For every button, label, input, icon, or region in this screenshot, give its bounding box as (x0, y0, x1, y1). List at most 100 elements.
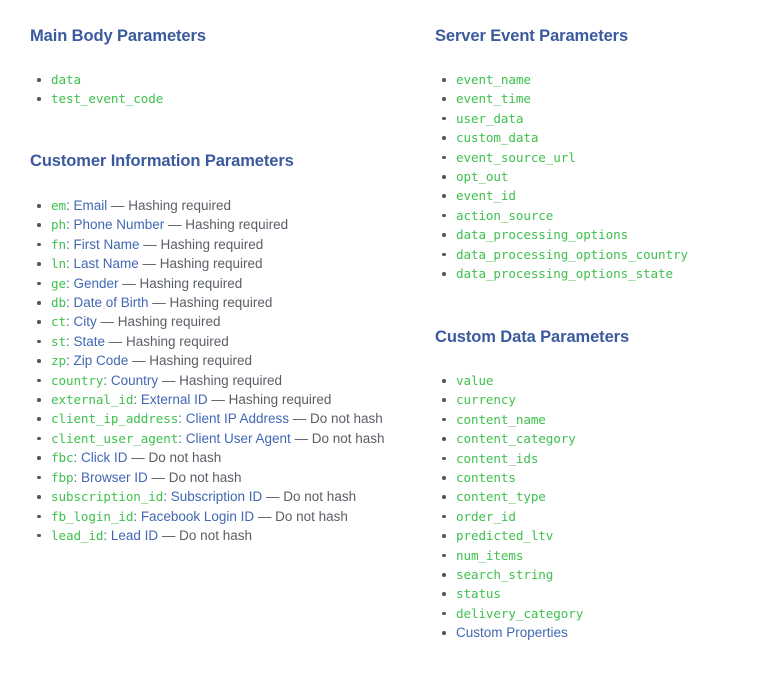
param-list-item: order_id (435, 507, 755, 526)
param-description: — Do not hash (254, 508, 348, 524)
param-link[interactable]: : Country (103, 372, 159, 388)
param-link[interactable]: : Lead ID (103, 527, 159, 543)
param-list-item: st: State — Hashing required (30, 332, 405, 351)
param-code: data_processing_options_country (456, 246, 688, 262)
param-list-custom-data: value currency content_name content_categor… (435, 371, 755, 643)
param-list-item: action_source (435, 206, 755, 225)
param-link[interactable]: : Client User Agent (178, 430, 291, 446)
param-link[interactable]: : First Name (65, 236, 140, 252)
param-description: — Hashing required (207, 392, 332, 408)
param-description: — Do not hash (290, 430, 385, 446)
param-code: opt_out (456, 169, 509, 185)
param-list-item: custom_data (435, 128, 755, 147)
param-link[interactable]: : Email (65, 198, 108, 213)
param-code: ct (51, 314, 66, 330)
param-list-item: ph: Phone Number — Hashing required (30, 215, 405, 234)
param-link[interactable]: Custom Properties (456, 625, 568, 641)
param-list-item: content_type (435, 487, 755, 506)
param-code: event_name (456, 72, 531, 87)
param-list-item: content_name (435, 410, 755, 429)
param-link[interactable]: : City (65, 314, 97, 330)
param-code: fn (51, 236, 66, 252)
param-list-item: zp: Zip Code — Hashing required (30, 351, 405, 370)
param-code: fbp (51, 469, 74, 485)
param-list-item: ct: City — Hashing required (30, 312, 405, 331)
param-code: data_processing_options (456, 227, 629, 243)
param-code: event_id (456, 188, 516, 204)
param-description: — Hashing required (105, 333, 229, 349)
param-link[interactable]: : Zip Code (65, 353, 129, 369)
param-code: external_id (51, 392, 134, 408)
param-description: — Hashing required (128, 353, 253, 369)
param-list-item: fbc: Click ID — Do not hash (30, 448, 405, 467)
param-code: content_name (456, 411, 546, 427)
param-link[interactable]: : Date of Birth (65, 295, 149, 311)
param-list-item: event_time (435, 89, 755, 108)
param-link[interactable]: : External ID (133, 392, 208, 408)
param-description: — Hashing required (148, 295, 273, 311)
param-description: — Hashing required (107, 198, 232, 213)
param-code: st (51, 333, 66, 349)
param-link[interactable]: : State (65, 333, 105, 349)
param-list-item: subscription_id: Subscription ID — Do no… (30, 487, 405, 506)
param-link[interactable]: : Facebook Login ID (133, 508, 255, 524)
param-list-item: event_source_url (435, 148, 755, 167)
param-list-item: lead_id: Lead ID — Do not hash (30, 526, 405, 545)
param-list-item: Custom Properties (435, 623, 755, 642)
param-code: content_category (456, 431, 576, 447)
param-description: — Hashing required (164, 217, 289, 233)
param-code: country (51, 372, 104, 388)
param-list-item: test_event_code (30, 89, 405, 108)
param-list-item: fb_login_id: Facebook Login ID — Do not … (30, 507, 405, 526)
param-description: — Do not hash (127, 450, 222, 466)
param-list-item: value (435, 371, 755, 390)
param-code: fbc (51, 450, 74, 466)
param-list-item: country: Country — Hashing required (30, 371, 405, 390)
param-link[interactable]: : Subscription ID (163, 489, 263, 505)
param-code: data_processing_options_state (456, 266, 673, 282)
param-code: event_source_url (456, 149, 576, 165)
param-code: content_type (456, 489, 546, 505)
param-code: content_ids (456, 450, 539, 466)
param-code: ln (51, 256, 66, 272)
param-list-item: fbp: Browser ID — Do not hash (30, 468, 405, 487)
param-list-item: data_processing_options_country (435, 245, 755, 264)
param-list-item: client_user_agent: Client User Agent — D… (30, 429, 405, 448)
param-description: — Hashing required (118, 275, 243, 291)
param-link[interactable]: : Last Name (65, 256, 139, 272)
param-description: — Do not hash (289, 411, 383, 427)
param-link[interactable]: : Client IP Address (178, 411, 290, 427)
param-list-item: num_items (435, 546, 755, 565)
param-code: db (51, 295, 66, 311)
param-list-item: db: Date of Birth — Hashing required (30, 293, 405, 312)
param-code: predicted_ltv (456, 528, 554, 544)
param-code: test_event_code (51, 91, 164, 107)
param-description: — Hashing required (158, 372, 282, 388)
param-description: — Hashing required (96, 314, 221, 330)
param-code: custom_data (456, 130, 539, 146)
param-link[interactable]: : Gender (65, 275, 119, 291)
param-code: delivery_category (456, 605, 584, 621)
param-code: value (456, 373, 494, 388)
section-title-custom-data: Custom Data Parameters (435, 328, 630, 346)
param-code: ph (51, 217, 66, 233)
param-code: fb_login_id (51, 508, 134, 524)
param-description: — Do not hash (147, 469, 242, 485)
param-code: action_source (456, 207, 554, 223)
section-title-customer-information: Customer Information Parameters (30, 152, 294, 170)
param-description: — Do not hash (262, 489, 357, 505)
param-link[interactable]: : Browser ID (73, 469, 148, 485)
param-link[interactable]: : Phone Number (65, 217, 165, 233)
param-list-item: contents (435, 468, 755, 487)
param-code: subscription_id (51, 489, 164, 505)
param-description: — Do not hash (158, 527, 252, 543)
param-link[interactable]: : Click ID (73, 450, 128, 466)
param-list-item: event_name (435, 70, 755, 89)
param-list-item: data_processing_options_state (435, 264, 755, 283)
param-code: client_user_agent (51, 430, 179, 446)
param-code: currency (456, 392, 516, 408)
param-list-item: opt_out (435, 167, 755, 186)
